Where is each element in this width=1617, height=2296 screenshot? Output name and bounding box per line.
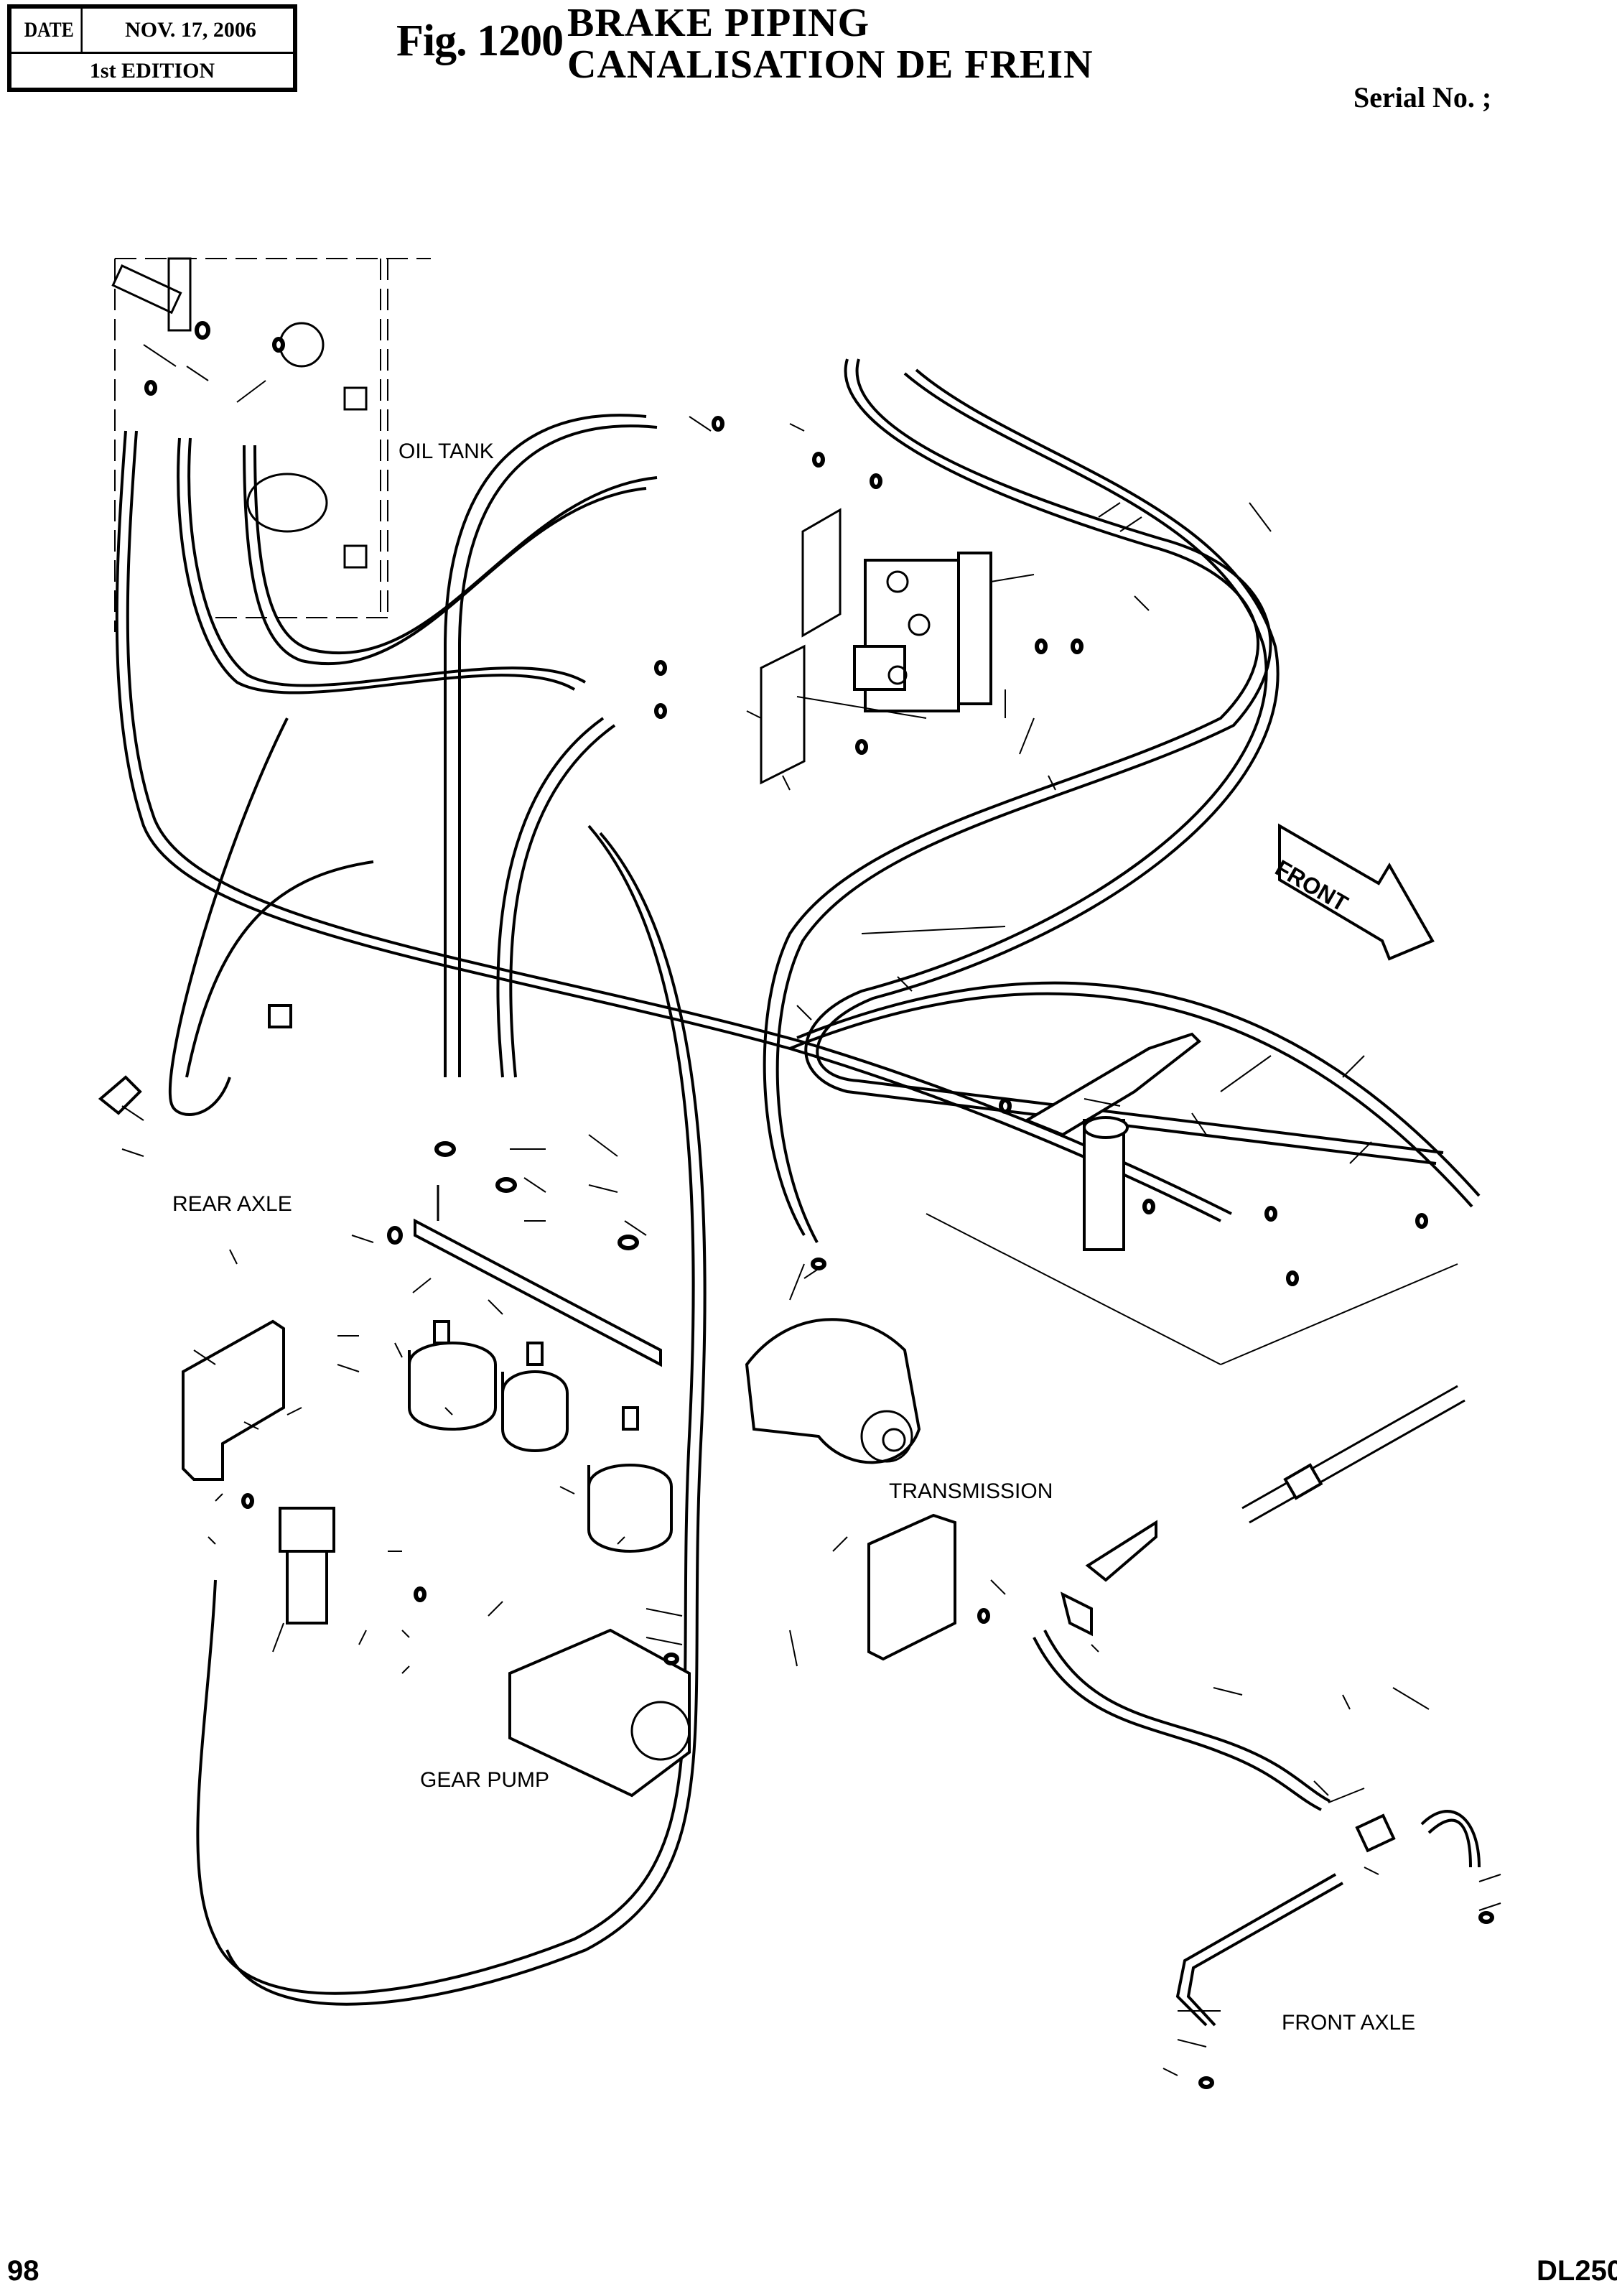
parking-brake-lever [1061, 1385, 1465, 1637]
revision-box: DATE NOV. 17, 2006 1st EDITION [7, 4, 297, 92]
serial-number-label: Serial No. ; [1353, 81, 1492, 113]
edition-label: 1st EDITION [89, 58, 215, 83]
date-label: DATE [17, 9, 83, 52]
fittings [144, 321, 1494, 2089]
gear-pump-label: GEAR PUMP [420, 1768, 550, 1792]
page-number: 98 [7, 2255, 39, 2287]
brake-pedal-valve [1023, 1032, 1202, 1251]
transmission-bracket [867, 1513, 956, 1661]
oil-tank [111, 257, 431, 632]
front-axle-label: FRONT AXLE [1282, 2011, 1416, 2035]
page-title-english: BRAKE PIPING [567, 1, 870, 45]
rear-axle-tee [98, 1004, 292, 1115]
transmission-label: TRANSMISSION [889, 1479, 1053, 1503]
transmission [745, 1318, 921, 1464]
front-axle-tee [1355, 1813, 1396, 1853]
line-filter [182, 1319, 335, 1625]
hose-group [115, 358, 1481, 2027]
date-value: NOV. 17, 2006 [125, 18, 256, 42]
revision-date-row: DATE NOV. 17, 2006 [11, 9, 293, 54]
callout-leaders [121, 344, 1501, 2076]
model-code: DL250 [1537, 2255, 1617, 2287]
figure-number: Fig. 1200 [396, 17, 564, 65]
manifold-plate [760, 508, 842, 785]
oil-tank-label: OIL TANK [399, 440, 494, 463]
rear-axle-label: REAR AXLE [172, 1192, 292, 1216]
brake-valve-block [853, 552, 992, 712]
front-arrow-icon [1278, 823, 1435, 961]
accumulator-bracket [414, 1185, 662, 1367]
gear-pump [508, 1628, 691, 1798]
page-title-french: CANALISATION DE FREIN [567, 42, 1094, 87]
accumulators [408, 1320, 673, 1553]
